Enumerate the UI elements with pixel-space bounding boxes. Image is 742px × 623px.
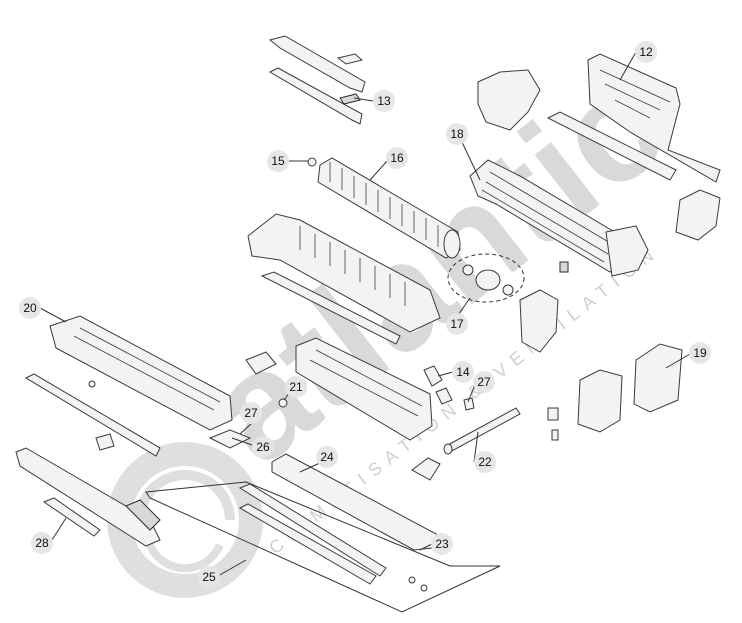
part-20-front-panel [49,315,233,431]
callout-25-label: 25 [202,570,216,584]
callout-24[interactable]: 24 [316,446,338,468]
callout-21[interactable]: 21 [285,376,307,398]
watermark-logo [107,442,263,598]
callout-13-label: 13 [377,94,391,108]
callout-14-label: 14 [456,365,470,379]
part-clip-lower [411,457,441,481]
callout-28[interactable]: 28 [31,532,53,554]
callout-12-label: 12 [639,45,653,59]
part-19-side-cover [633,343,683,413]
callout-27-left[interactable]: 27 [240,402,262,424]
part-22-shaft [443,407,521,455]
callout-16[interactable]: 16 [386,147,408,169]
part-18-heat-exchanger [469,159,649,277]
callout-23-label: 23 [435,537,449,551]
callout-18-label: 18 [450,127,464,141]
callout-19-label: 19 [693,346,707,360]
part-control-box [547,369,623,441]
part-17-motor [447,253,525,303]
callout-20-label: 20 [23,301,37,315]
part-vane-body [295,337,433,441]
part-28-swing-assembly [15,447,161,547]
part-26-clips [208,351,277,449]
callout-14[interactable]: 14 [452,361,474,383]
callout-21-label: 21 [289,380,303,394]
callout-24-label: 24 [320,450,334,464]
callout-13[interactable]: 13 [373,90,395,112]
callout-12[interactable]: 12 [635,41,657,63]
part-16-fan-wheel [307,157,461,259]
part-louver-left [24,373,161,457]
part-right-side-holder [519,289,559,353]
callout-22[interactable]: 22 [474,451,496,473]
callout-18[interactable]: 18 [446,123,468,145]
callout-19[interactable]: 19 [689,342,711,364]
callout-15-label: 15 [271,154,285,168]
callout-16-label: 16 [390,151,404,165]
callout-17-label: 17 [450,317,464,331]
callout-27-right-label: 27 [477,375,491,389]
part-25-rods [145,481,501,613]
part-12-back-frame [477,53,721,241]
part-14-bracket [423,365,475,411]
callout-28-label: 28 [35,536,49,550]
callout-20[interactable]: 20 [19,297,41,319]
callout-26[interactable]: 26 [252,436,274,458]
callout-27-right[interactable]: 27 [473,371,495,393]
callout-27-left-label: 27 [244,406,258,420]
part-13-rails [268,35,366,125]
callout-17[interactable]: 17 [446,313,468,335]
callout-26-label: 26 [256,440,270,454]
callout-15[interactable]: 15 [267,150,289,172]
part-chassis-drain-pan [247,213,441,345]
callout-23[interactable]: 23 [431,533,453,555]
callout-22-label: 22 [478,455,492,469]
part-21-bushing [278,398,288,408]
callout-25[interactable]: 25 [198,566,220,588]
